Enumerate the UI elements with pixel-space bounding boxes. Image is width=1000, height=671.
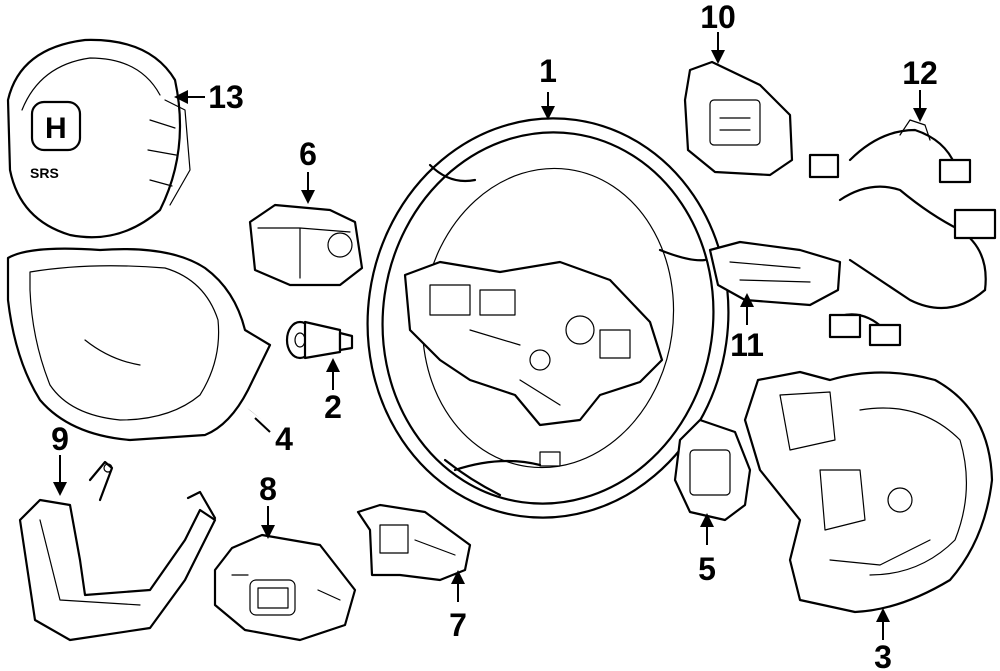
airbag-srs-mark: SRS (30, 165, 59, 181)
part-9-garnish (18, 460, 217, 642)
callout-10: 10 (700, 0, 736, 35)
part-7-bracket (356, 503, 472, 582)
part-5-switch (673, 418, 752, 522)
callout-labels: 1 2 3 4 5 6 7 8 9 10 11 12 13 (51, 0, 938, 671)
callout-9: 9 (51, 421, 69, 457)
leader-lines (53, 32, 927, 640)
callout-12: 12 (902, 55, 938, 91)
callout-13: 13 (208, 79, 244, 115)
callout-1: 1 (539, 53, 557, 89)
airbag-logo: H (45, 112, 67, 145)
callout-7: 7 (449, 607, 467, 643)
part-1-steering-wheel (366, 117, 730, 519)
callout-3: 3 (874, 639, 892, 671)
part-3-rear-cover (743, 370, 994, 614)
callout-5: 5 (698, 551, 716, 587)
part-2-bolt (285, 320, 354, 360)
part-11-switch-assembly (708, 240, 842, 307)
part-8-switch (213, 533, 357, 642)
part-12-wire-harness (808, 119, 997, 347)
callout-11: 11 (730, 327, 764, 363)
callout-6: 6 (299, 136, 317, 172)
callout-4: 4 (275, 421, 293, 457)
callout-2: 2 (324, 389, 342, 425)
callout-8: 8 (259, 471, 277, 507)
part-6-clock-spring (248, 203, 364, 287)
part-10-paddle-switch (683, 60, 794, 177)
part-4-lower-cover (6, 247, 272, 442)
part-13-airbag-module: H SRS (6, 38, 191, 239)
